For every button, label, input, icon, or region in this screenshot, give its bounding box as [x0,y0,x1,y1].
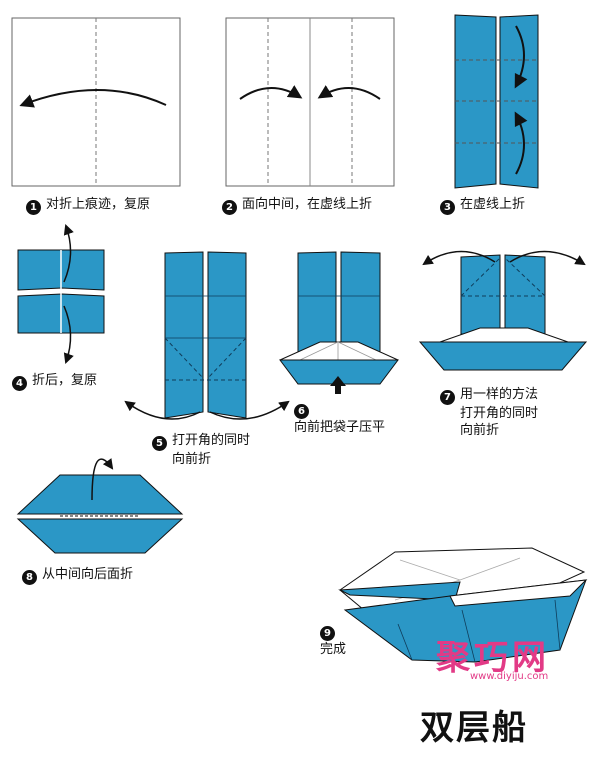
step-2-caption: 2 面向中间，在虚线上折 [222,196,372,215]
step-8-caption: 8 从中间向后面折 [22,566,133,585]
step-5-caption: 5 打开角的同时 向前折 [152,432,250,468]
step-number-badge: 8 [22,570,37,585]
step-text: 打开角的同时 [460,406,539,421]
step-text: 面向中间，在虚线上折 [242,197,373,212]
step-3-figure [454,14,539,189]
step-6-caption: 6 向前把袋子压平 [294,400,385,436]
step-7-figure [418,250,588,371]
step-number-badge: 7 [440,390,455,405]
step-text: 打开角的同时 [172,433,251,448]
watermark-logo: 聚巧网 [436,638,550,678]
step-3-caption: 3 在虚线上折 [440,196,525,215]
step-9-figure [338,547,588,663]
step-text: 向前把袋子压平 [294,420,386,435]
step-text: 在虚线上折 [460,197,526,212]
step-4-caption: 4 折后，复原 [12,372,97,391]
step-text: 向前折 [460,423,500,438]
step-number-badge: 5 [152,436,167,451]
step-text: 向前折 [172,452,212,467]
step-1-caption: 1 对折上痕迹，复原 [26,196,150,215]
step-text: 从中间向后面折 [42,567,134,582]
watermark-url: www.diyiju.com [470,671,549,682]
step-9-caption: 9 完成 [320,622,346,658]
step-number-badge: 9 [320,626,335,641]
step-text: 完成 [320,642,347,657]
step-number-badge: 1 [26,200,41,215]
step-text: 对折上痕迹，复原 [46,197,151,212]
step-text: 折后，复原 [32,373,98,388]
page-title: 双层船 [420,708,528,748]
step-2-figure [225,17,395,187]
step-1-figure [11,17,181,187]
step-8-figure [16,458,184,554]
step-6-figure [279,251,399,394]
step-text: 用一样的方法 [460,387,539,402]
step-number-badge: 4 [12,376,27,391]
step-number-badge: 6 [294,404,309,419]
step-5-figure [124,251,290,420]
step-7-caption: 7 用一样的方法 打开角的同时 向前折 [440,386,538,439]
step-number-badge: 3 [440,200,455,215]
step-number-badge: 2 [222,200,237,215]
step-4-figure [17,224,105,364]
